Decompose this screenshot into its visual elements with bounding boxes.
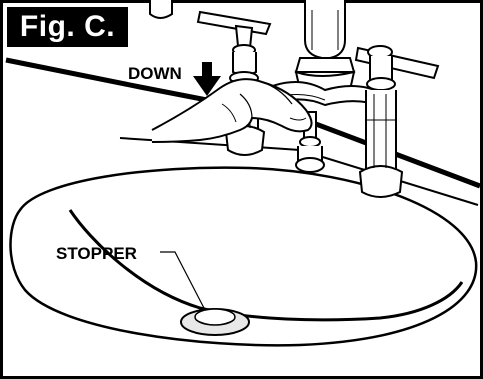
down-arrow — [193, 62, 221, 96]
hand — [151, 78, 313, 143]
basin-inner-contour — [68, 209, 464, 322]
stopper-leader — [160, 251, 206, 311]
stopper — [180, 308, 250, 336]
stopper-callout: STOPPER — [56, 244, 137, 263]
down-callout: DOWN — [128, 64, 182, 83]
top-left-fixture — [149, 0, 173, 19]
sink-basin — [9, 166, 478, 347]
figure-label: Fig. C. — [7, 7, 128, 47]
right-handle — [354, 45, 440, 198]
